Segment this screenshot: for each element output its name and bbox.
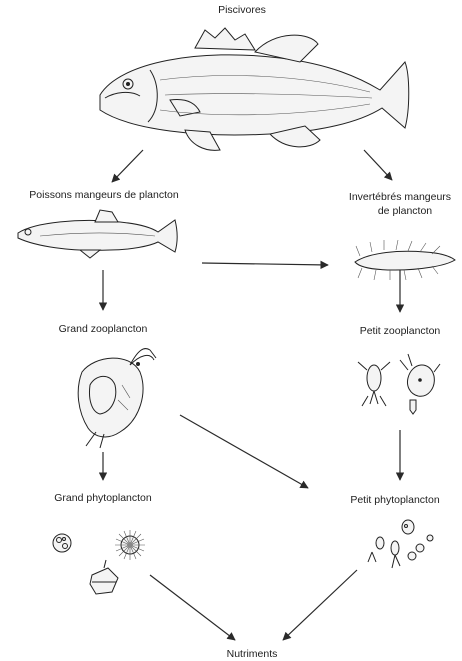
daphnia-illustration — [78, 349, 156, 448]
small-organism-illustration — [410, 400, 416, 414]
rotifer-illustration — [400, 354, 440, 396]
minnow-fish-illustration — [18, 210, 177, 258]
arrow-fish-to-invertebrates — [202, 263, 328, 265]
large-phytoplankton-label: Grand phytoplancton — [54, 492, 152, 504]
arrow-piscivores-to-invertebrates — [364, 150, 392, 180]
piscivores-label: Piscivores — [218, 4, 266, 16]
small-zooplankton-label: Petit zooplancton — [360, 325, 441, 337]
small-algae-cluster-illustration — [368, 520, 433, 568]
nutrients-label: Nutriments — [227, 648, 278, 660]
arrow-large-phyto-to-nutrients — [150, 575, 235, 640]
plankton-invertebrates-label-line2: de plancton — [378, 205, 432, 217]
arrow-small-phyto-to-nutrients — [283, 570, 357, 640]
invertebrate-larva-illustration — [355, 240, 455, 280]
arrow-large-zoo-to-small-phyto — [180, 415, 308, 488]
plankton-invertebrates-label-line1: Invertébrés mangeurs — [349, 191, 451, 203]
large-zooplankton-label: Grand zooplancton — [59, 323, 148, 335]
small-phytoplankton-label: Petit phytoplancton — [350, 494, 439, 506]
plankton-fish-label: Poissons mangeurs de plancton — [29, 189, 179, 201]
arrow-piscivores-to-fish — [112, 150, 143, 182]
dinoflagellate-illustration — [90, 560, 118, 594]
copepod-illustration — [358, 362, 390, 406]
spiky-alga-illustration — [115, 530, 145, 560]
bass-fish-illustration — [100, 28, 409, 150]
diatom-colony-illustration — [53, 534, 71, 552]
